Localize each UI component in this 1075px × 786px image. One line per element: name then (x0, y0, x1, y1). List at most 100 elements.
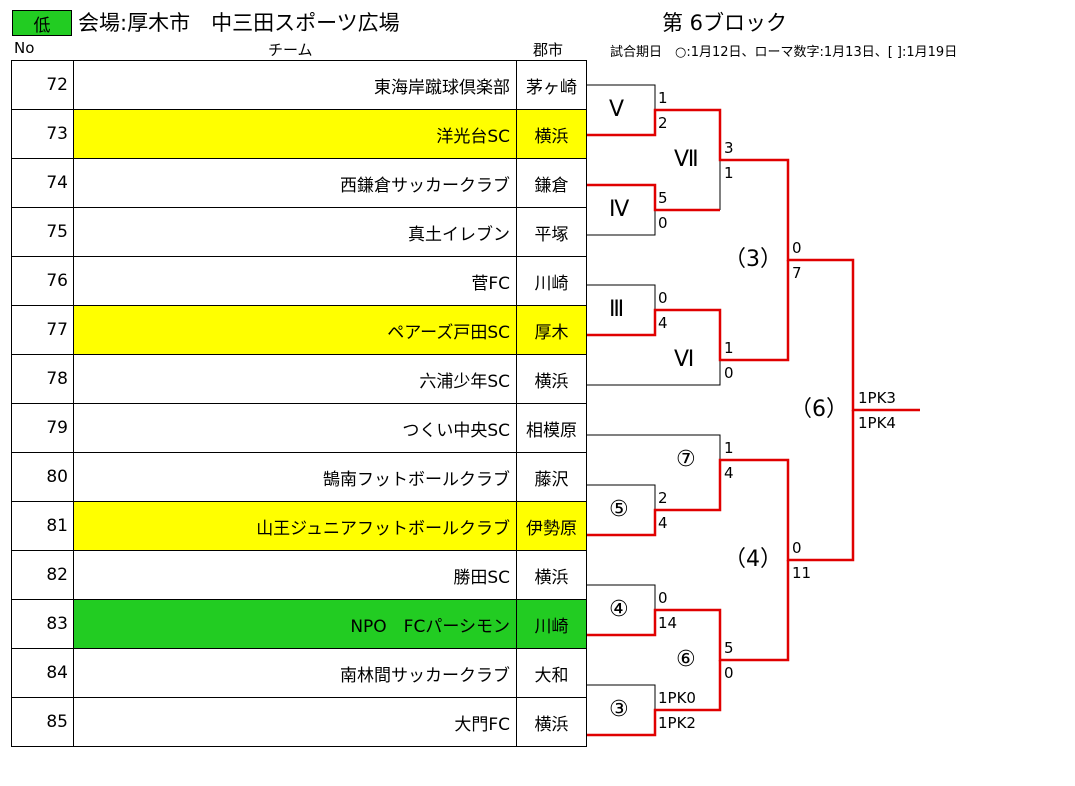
score: 1 (658, 89, 668, 107)
team-number: 72 (11, 60, 74, 110)
score: 3 (724, 139, 734, 157)
winner-line (587, 260, 790, 362)
match-label-3: ③ (609, 697, 629, 722)
winner-line (587, 108, 920, 412)
team-city: 平塚 (516, 207, 587, 257)
winner-line (587, 183, 720, 212)
score: 5 (724, 639, 734, 657)
winner-line (587, 410, 855, 562)
team-city: 茅ヶ崎 (516, 60, 587, 110)
match-label-7: ⑦ (676, 447, 696, 472)
winner-line (587, 560, 790, 662)
match-label-vi: Ⅵ (674, 347, 695, 372)
match-label-vii: Ⅶ (674, 147, 699, 172)
team-name: 山王ジュニアフットボールクラブ (73, 501, 517, 551)
level-badge: 低 (12, 10, 72, 36)
team-name: 六浦少年SC (73, 354, 517, 404)
team-name: 西鎌倉サッカークラブ (73, 158, 517, 208)
block-title: 第 6ブロック (662, 11, 788, 35)
team-name: 南林間サッカークラブ (73, 648, 517, 698)
bracket-line (587, 210, 656, 236)
team-city: 鎌倉 (516, 158, 587, 208)
team-name: 東海岸蹴球倶楽部 (73, 60, 517, 110)
score: 1PK4 (858, 414, 896, 432)
bracket-line (587, 484, 656, 510)
score: 2 (658, 114, 668, 132)
score: 4 (724, 464, 734, 482)
score: 0 (724, 364, 734, 382)
team-city: 川崎 (516, 599, 587, 649)
team-number: 75 (11, 207, 74, 257)
match-label-r4: （4） (724, 547, 782, 572)
team-number: 77 (11, 305, 74, 355)
match-label-v: Ⅴ (609, 97, 625, 122)
team-city: 相模原 (516, 403, 587, 453)
score: 4 (658, 314, 668, 332)
score: 1 (724, 439, 734, 457)
bracket-line (587, 335, 721, 386)
venue-title: 会場:厚木市 中三田スポーツ広場 (78, 11, 400, 35)
match-label-r3: （3） (724, 247, 782, 272)
score: 1PK2 (658, 714, 696, 732)
team-number: 81 (11, 501, 74, 551)
team-name: 大門FC (73, 697, 517, 747)
match-label-iv: Ⅳ (609, 197, 630, 222)
winner-line (587, 660, 722, 737)
team-name: 真土イレブン (73, 207, 517, 257)
score: 1 (724, 339, 734, 357)
column-header-team: チーム (268, 41, 313, 59)
bracket-line (587, 84, 656, 110)
team-city: 厚木 (516, 305, 587, 355)
team-city: 横浜 (516, 354, 587, 404)
team-name: 洋光台SC (73, 109, 517, 159)
team-number: 83 (11, 599, 74, 649)
match-label-iii: Ⅲ (609, 297, 625, 322)
column-header-city: 郡市 (533, 41, 564, 59)
bracket-line (587, 434, 721, 460)
score: 0 (658, 214, 668, 232)
score: 11 (792, 564, 812, 582)
team-name: つくい中央SC (73, 403, 517, 453)
team-name: NPO FCパーシモン (73, 599, 517, 649)
team-number: 84 (11, 648, 74, 698)
team-number: 76 (11, 256, 74, 306)
score: 14 (658, 614, 678, 632)
team-number: 82 (11, 550, 74, 600)
score: 0 (658, 289, 668, 307)
bracket-line (587, 284, 656, 310)
team-city: 横浜 (516, 109, 587, 159)
bracket-line (587, 584, 656, 610)
team-number: 78 (11, 354, 74, 404)
team-city: 大和 (516, 648, 587, 698)
team-city: 横浜 (516, 550, 587, 600)
team-city: 伊勢原 (516, 501, 587, 551)
score: 0 (792, 539, 802, 557)
score: 5 (658, 189, 668, 207)
score: 1PK3 (858, 389, 896, 407)
match-label-6: ⑥ (676, 647, 696, 672)
score: 0 (658, 589, 668, 607)
match-label-r6: （6） (790, 397, 848, 422)
team-name: ペアーズ戸田SC (73, 305, 517, 355)
team-number: 79 (11, 403, 74, 453)
bracket-line (587, 684, 656, 710)
score: 1 (724, 164, 734, 182)
score: 4 (658, 514, 668, 532)
match-label-5: ⑤ (609, 497, 629, 522)
score: 2 (658, 489, 668, 507)
team-name: 鵠南フットボールクラブ (73, 452, 517, 502)
column-header-no: No (14, 39, 35, 57)
